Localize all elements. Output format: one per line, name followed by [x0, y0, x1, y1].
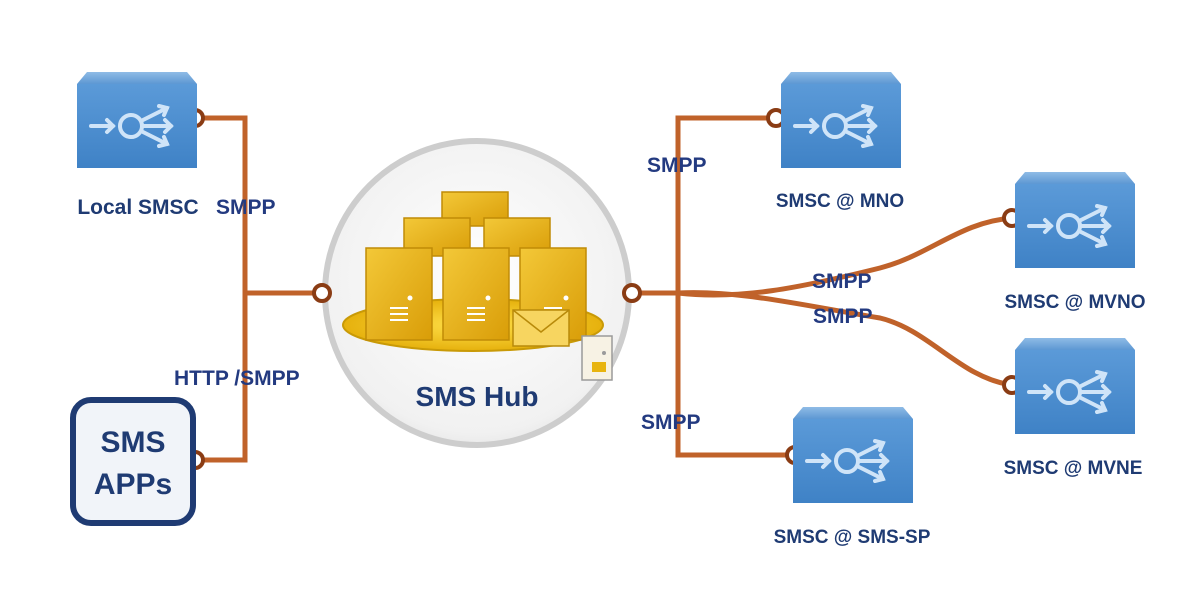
sms-apps-line1: SMS [100, 426, 165, 459]
smsc-local: Local SMSC [75, 70, 199, 219]
sms-apps: SMS APPs [70, 397, 196, 526]
protocol-apps: HTTP /SMPP [174, 367, 300, 390]
smsc-smssp-label: SMSC @ SMS-SP [774, 527, 931, 548]
smsc-mno: SMSC @ MNO [776, 70, 904, 212]
sms-apps-box [70, 397, 196, 526]
port-hub-left [312, 283, 332, 303]
left-links [195, 115, 325, 463]
protocol-local: SMPP [216, 196, 276, 219]
smsc-local-label: Local SMSC [77, 196, 198, 219]
smsc-mvno-icon [1013, 170, 1137, 270]
smsc-mvne: SMSC @ MVNE [1004, 336, 1143, 479]
smsc-mvno: SMSC @ MVNO [1005, 170, 1146, 313]
smsc-mno-label: SMSC @ MNO [776, 191, 904, 212]
protocol-mvno: SMPP [812, 270, 872, 293]
smsc-local-icon [75, 70, 199, 170]
smsc-smssp-icon [791, 405, 915, 505]
left-trunk-link [195, 115, 248, 463]
sms-hub: SMS Hub [322, 138, 632, 448]
protocol-mvne: SMPP [813, 305, 873, 328]
hub-label: SMS Hub [416, 381, 539, 412]
mvne-link [675, 290, 1015, 388]
protocol-smssp: SMPP [641, 411, 701, 434]
envelope-icon [512, 309, 570, 347]
smsc-mno-icon [779, 70, 903, 170]
protocol-mno: SMPP [647, 154, 707, 177]
protocol-labels: SMPP HTTP /SMPP SMPP SMPP SMPP SMPP [174, 154, 873, 434]
document-icon [581, 335, 613, 381]
smsc-mvne-label: SMSC @ MVNE [1004, 458, 1143, 479]
server-stack-icon [365, 191, 587, 341]
right-trunk-link [675, 115, 798, 458]
smsc-mvno-label: SMSC @ MVNO [1005, 292, 1146, 313]
smsc-mvne-icon [1013, 336, 1137, 436]
sms-apps-line2: APPs [94, 468, 172, 501]
smsc-smssp: SMSC @ SMS-SP [774, 405, 931, 548]
port-hub-right [622, 283, 642, 303]
